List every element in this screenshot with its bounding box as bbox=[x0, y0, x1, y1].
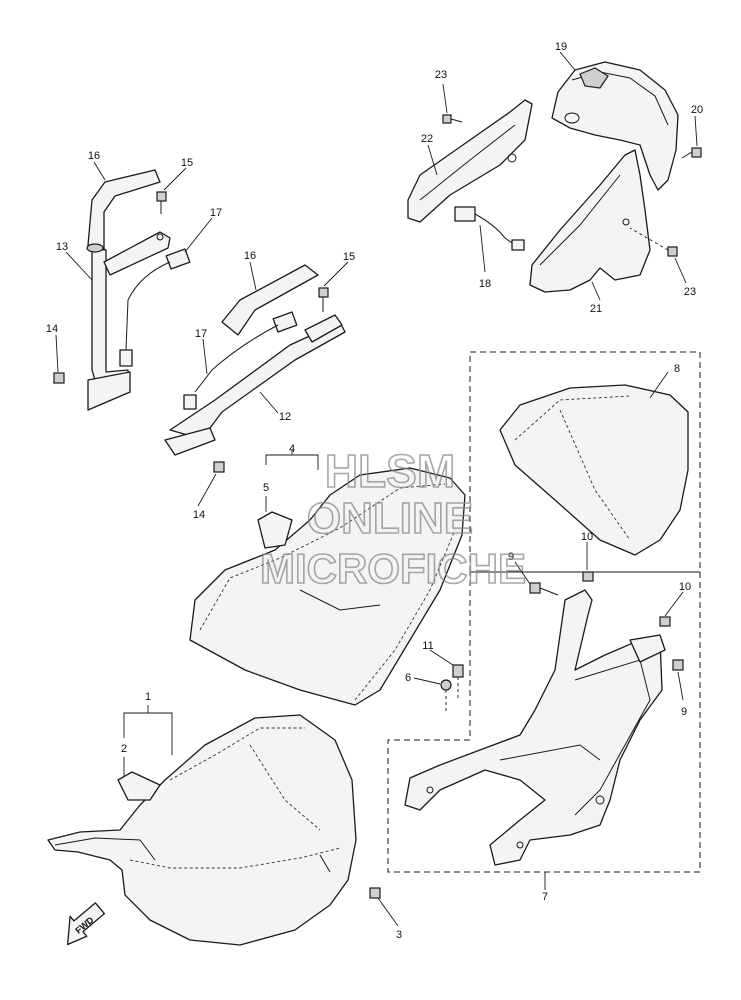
part-21-lower-cowl bbox=[529, 149, 651, 293]
bolt-15-left bbox=[156, 191, 167, 214]
part-17-cable-center bbox=[183, 311, 298, 410]
callout-16b: 16 bbox=[244, 250, 256, 262]
callout-3: 3 bbox=[396, 929, 402, 941]
callout-15a: 15 bbox=[181, 157, 193, 169]
callout-22: 22 bbox=[421, 133, 433, 145]
callout-9a: 9 bbox=[508, 551, 514, 563]
callout-14b: 14 bbox=[193, 509, 205, 521]
callout-6: 6 bbox=[405, 672, 411, 684]
callout-7: 7 bbox=[542, 891, 548, 903]
bolt-23-top bbox=[442, 114, 463, 124]
bolt-9-right bbox=[672, 659, 684, 671]
part-7-backrest-bracket bbox=[404, 589, 666, 866]
callout-2: 2 bbox=[121, 743, 127, 755]
callout-17b: 17 bbox=[195, 328, 207, 340]
part-13-grab-bar bbox=[87, 231, 171, 411]
callout-5: 5 bbox=[263, 482, 269, 494]
callout-15b: 15 bbox=[343, 251, 355, 263]
callout-23a: 23 bbox=[435, 69, 447, 81]
bolt-3 bbox=[369, 887, 381, 899]
callout-1: 1 bbox=[145, 691, 151, 703]
bolt-14-left bbox=[53, 372, 65, 384]
callout-21: 21 bbox=[590, 303, 602, 315]
bolt-20 bbox=[681, 147, 702, 159]
bolt-15-center bbox=[318, 287, 329, 312]
bolt-23-lower bbox=[629, 227, 678, 257]
callout-8: 8 bbox=[674, 363, 680, 375]
watermark-line-3: MICROFICHE bbox=[260, 545, 526, 592]
callout-19: 19 bbox=[555, 41, 567, 53]
part-17-cable-left bbox=[119, 248, 191, 367]
bolt-11 bbox=[452, 664, 464, 700]
callout-13: 13 bbox=[56, 241, 68, 253]
callout-14a: 14 bbox=[46, 323, 58, 335]
callout-18: 18 bbox=[479, 278, 491, 290]
part-16-grip-center bbox=[221, 264, 319, 336]
bolt-14-center bbox=[213, 461, 225, 473]
callout-labels: 1 2 3 4 5 6 7 8 9 9 10 10 11 12 13 14 14… bbox=[46, 41, 703, 941]
fwd-direction-arrow: FWD bbox=[66, 902, 106, 946]
bolt-10-left bbox=[582, 571, 594, 582]
callout-10b: 10 bbox=[679, 581, 691, 593]
leader-lines bbox=[55, 51, 698, 927]
bolt-10-right bbox=[659, 616, 671, 627]
callout-23b: 23 bbox=[684, 286, 696, 298]
part-5-seat-trim bbox=[257, 511, 293, 549]
callout-12: 12 bbox=[279, 411, 291, 423]
part-22-side-cover bbox=[407, 99, 533, 223]
nut-6 bbox=[440, 679, 452, 712]
callout-16a: 16 bbox=[88, 150, 100, 162]
watermark: HLSM ONLINE MICROFICHE bbox=[259, 444, 527, 593]
part-19-upper-cowl bbox=[551, 61, 679, 191]
part-7-kit-boundary bbox=[387, 571, 701, 873]
part-2-seat-trim bbox=[117, 771, 161, 801]
callout-11: 11 bbox=[422, 640, 433, 652]
callout-10a: 10 bbox=[581, 531, 593, 543]
bolt-9-left bbox=[529, 582, 559, 596]
part-4-rear-seat bbox=[189, 467, 466, 706]
part-12-grab-bar bbox=[164, 314, 346, 456]
callout-20: 20 bbox=[691, 104, 703, 116]
callout-4: 4 bbox=[289, 443, 295, 455]
watermark-line-1: HLSM bbox=[325, 445, 455, 497]
callout-17a: 17 bbox=[210, 207, 222, 219]
part-16-grip-left bbox=[86, 169, 161, 253]
watermark-line-2: ONLINE bbox=[307, 494, 473, 543]
callout-9b: 9 bbox=[681, 706, 687, 718]
part-18-connector-harness bbox=[454, 206, 525, 251]
part-8-backrest bbox=[499, 384, 689, 556]
